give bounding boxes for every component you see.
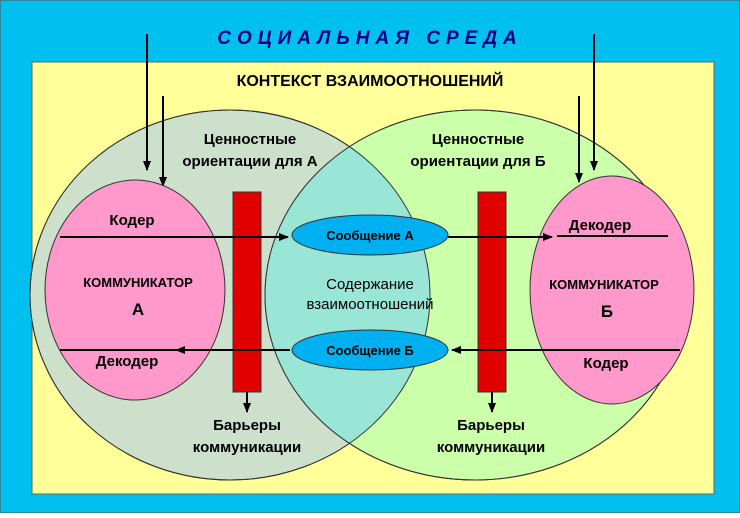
encoder-a-label: Кодер xyxy=(109,212,154,229)
barrier-right-line1: Барьеры xyxy=(457,417,525,434)
communicator-a-letter: А xyxy=(132,300,144,319)
message-a xyxy=(291,214,449,256)
left-values-line1: Ценностные xyxy=(204,131,296,148)
communicator-a xyxy=(44,179,226,401)
message-b-label: Сообщение Б xyxy=(326,343,414,358)
barrier-right xyxy=(477,191,507,393)
message-b xyxy=(291,329,449,371)
message-a-label: Сообщение А xyxy=(326,228,414,243)
communicator-b xyxy=(529,175,695,405)
communicator-b-label: КОММУНИКАТОР xyxy=(549,277,659,292)
barrier-right-line2: коммуникации xyxy=(437,439,545,456)
content-line1: Содержание xyxy=(326,276,414,293)
decoder-b-label: Декодер xyxy=(569,217,632,234)
communicator-a-label: КОММУНИКАТОР xyxy=(83,275,193,290)
context-title: КОНТЕКСТ ВЗАИМООТНОШЕНИЙ xyxy=(237,71,504,90)
encoder-b-label: Кодер xyxy=(583,355,628,372)
left-value-circle-outline xyxy=(29,109,431,481)
right-values-line2: ориентации для Б xyxy=(410,153,545,170)
decoder-a-label: Декодер xyxy=(96,353,159,370)
communicator-b-letter: Б xyxy=(601,302,613,321)
social-environment-title: СОЦИАЛЬНАЯ СРЕДА xyxy=(217,28,523,49)
barrier-left-line2: коммуникации xyxy=(193,439,301,456)
right-values-line1: Ценностные xyxy=(432,131,524,148)
overlap-region xyxy=(265,110,430,480)
left-values-line2: ориентации для А xyxy=(182,153,317,170)
barrier-left-line1: Барьеры xyxy=(213,417,281,434)
barrier-left xyxy=(232,191,262,393)
content-line2: взаимоотношений xyxy=(307,296,434,313)
